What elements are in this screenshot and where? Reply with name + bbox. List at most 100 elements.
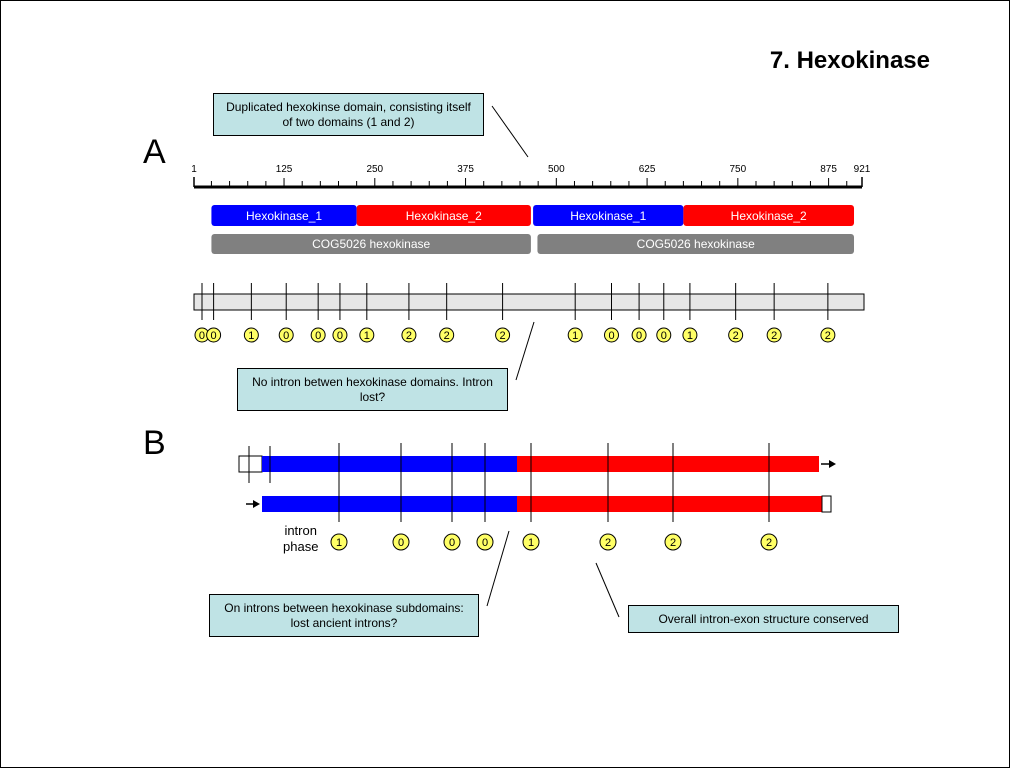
phase-marker bbox=[443, 533, 461, 551]
phase-value: 2 bbox=[670, 537, 676, 549]
ruler-tick-label: 921 bbox=[854, 164, 871, 175]
ruler-tick-label: 750 bbox=[729, 164, 746, 175]
panel-b-label: B bbox=[143, 424, 166, 462]
domain-bar bbox=[211, 205, 357, 226]
phase-value: 0 bbox=[608, 330, 614, 342]
phase-marker bbox=[567, 327, 583, 343]
arrow-right-icon bbox=[829, 460, 836, 468]
gene-bar bbox=[193, 293, 865, 311]
phase-value: 1 bbox=[572, 330, 578, 342]
callout-structure-conserved: Overall intron-exon structure conserved bbox=[628, 605, 899, 633]
gene2-blue-segment bbox=[262, 496, 517, 512]
phase-value: 0 bbox=[636, 330, 642, 342]
panel-a-label: A bbox=[143, 133, 166, 171]
phase-marker bbox=[760, 533, 778, 551]
cog-label: COG5026 hexokinase bbox=[312, 237, 430, 251]
pointer-line bbox=[491, 105, 529, 158]
phase-marker bbox=[330, 533, 348, 551]
ruler-tick-label: 125 bbox=[276, 164, 293, 175]
phase-value: 2 bbox=[605, 537, 611, 549]
phase-marker bbox=[766, 327, 782, 343]
arrow-right-icon bbox=[253, 500, 260, 508]
ruler-tick-label: 1 bbox=[191, 164, 197, 175]
gene2-red-segment bbox=[517, 496, 822, 512]
callout-duplicated-domain: Duplicated hexokinse domain, consisting … bbox=[213, 93, 484, 136]
panel-b-gene-models: 1 0 0 0 1 2 2 2 bbox=[238, 443, 836, 551]
phase-marker bbox=[495, 327, 511, 343]
phase-marker bbox=[522, 533, 540, 551]
phase-marker bbox=[206, 327, 222, 343]
domain-bar bbox=[356, 205, 531, 226]
phase-marker bbox=[631, 327, 647, 343]
domain-label: Hexokinase_2 bbox=[731, 209, 807, 223]
gene1-blue-segment bbox=[262, 456, 517, 472]
callout-no-intron: No intron betwen hexokinase domains. Int… bbox=[237, 368, 508, 411]
phase-value: 2 bbox=[406, 330, 412, 342]
domain-bar bbox=[683, 205, 855, 226]
phase-marker bbox=[278, 327, 294, 343]
pointer-line bbox=[595, 562, 620, 618]
phase-marker bbox=[439, 327, 455, 343]
phase-value: 2 bbox=[733, 330, 739, 342]
phase-marker bbox=[359, 327, 375, 343]
pointer-line bbox=[486, 530, 510, 607]
domain-label: Hexokinase_1 bbox=[246, 209, 322, 223]
phase-marker bbox=[656, 327, 672, 343]
gene1-red-segment bbox=[517, 456, 819, 472]
phase-value: 0 bbox=[337, 330, 343, 342]
position-ruler: 1 125 250 375 500 625 750 875 921 bbox=[191, 164, 871, 189]
phase-marker bbox=[664, 533, 682, 551]
utr-box bbox=[238, 455, 263, 473]
cog-bar bbox=[537, 234, 855, 254]
phase-value: 0 bbox=[398, 537, 404, 549]
phase-marker bbox=[243, 327, 259, 343]
ruler-tick-label: 500 bbox=[548, 164, 565, 175]
phase-value: 2 bbox=[766, 537, 772, 549]
ruler-tick-label: 250 bbox=[366, 164, 383, 175]
ruler-tick-label: 375 bbox=[457, 164, 474, 175]
domain-track: Hexokinase_1 Hexokinase_2 Hexokinase_1 Hexo… bbox=[211, 205, 855, 226]
phase-value: 0 bbox=[315, 330, 321, 342]
phase-marker bbox=[392, 533, 410, 551]
phase-marker bbox=[310, 327, 326, 343]
phase-value: 2 bbox=[444, 330, 450, 342]
phase-value: 0 bbox=[199, 330, 205, 342]
domain-bar bbox=[533, 205, 684, 226]
phase-value: 0 bbox=[449, 537, 455, 549]
phase-marker bbox=[332, 327, 348, 343]
ruler-tick-label: 875 bbox=[820, 164, 837, 175]
slide-title: 7. Hexokinase bbox=[769, 47, 930, 74]
phase-value: 2 bbox=[500, 330, 506, 342]
phase-value: 1 bbox=[364, 330, 370, 342]
phase-value: 0 bbox=[661, 330, 667, 342]
cog-label: COG5026 hexokinase bbox=[637, 237, 755, 251]
cog-bar bbox=[211, 234, 531, 254]
phase-value: 0 bbox=[482, 537, 488, 549]
callout-pointers bbox=[486, 105, 620, 618]
phase-marker bbox=[599, 533, 617, 551]
phase-value: 1 bbox=[248, 330, 254, 342]
phase-marker bbox=[476, 533, 494, 551]
domain-label: Hexokinase_2 bbox=[406, 209, 482, 223]
domain-label: Hexokinase_1 bbox=[570, 209, 646, 223]
phase-value: 1 bbox=[687, 330, 693, 342]
cog-track: COG5026 hexokinase COG5026 hexokinase bbox=[211, 234, 855, 254]
phase-marker bbox=[728, 327, 744, 343]
pointer-line bbox=[515, 321, 535, 381]
phase-marker bbox=[401, 327, 417, 343]
utr-box bbox=[821, 495, 832, 513]
phase-value: 2 bbox=[825, 330, 831, 342]
phase-value: 0 bbox=[211, 330, 217, 342]
phase-value: 2 bbox=[771, 330, 777, 342]
phase-marker bbox=[604, 327, 619, 343]
callout-lost-ancient-introns: On introns between hexokinase subdomains… bbox=[209, 594, 479, 637]
phase-value: 1 bbox=[528, 537, 534, 549]
phase-value: 1 bbox=[336, 537, 342, 549]
phase-value: 0 bbox=[283, 330, 289, 342]
ruler-tick-label: 625 bbox=[639, 164, 656, 175]
phase-marker bbox=[682, 327, 698, 343]
